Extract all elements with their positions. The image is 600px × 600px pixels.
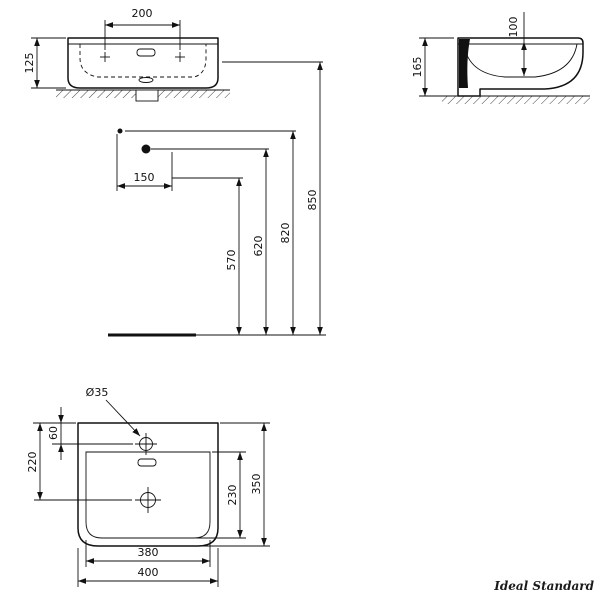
overflow-slot [136, 48, 156, 57]
dim-label-570: 570 [225, 250, 238, 271]
dim-label-850: 850 [306, 190, 319, 211]
dim-side-height: 165 [411, 37, 454, 97]
drain-point [141, 144, 151, 154]
dim-height-620: 620 [252, 149, 269, 335]
overflow-hole [138, 77, 154, 83]
dim-height-570: 570 [225, 178, 242, 335]
section-fill [459, 39, 470, 88]
floor-hatch-side [442, 95, 590, 104]
taphole-mark-right [175, 52, 185, 62]
taphole-plan [135, 433, 157, 455]
dim-inner-depth: 230 [196, 451, 246, 539]
dim-label-200: 200 [132, 7, 153, 20]
dim-total-depth: 350 [200, 422, 270, 547]
dim-label-380: 380 [138, 546, 159, 559]
dim-height-820: 820 [279, 131, 296, 335]
dim-label-220: 220 [26, 452, 39, 473]
dim-label-100: 100 [507, 17, 520, 38]
side-view [442, 37, 590, 104]
dim-taphole-diameter: Ø35 [86, 386, 141, 437]
fixing-point [117, 128, 123, 134]
brand-logo: Ideal Standard [493, 579, 594, 593]
dim-taphole-offset: 60 [33, 407, 133, 460]
dim-total-width: 400 [77, 548, 219, 587]
dim-drain-offset: 220 [26, 423, 132, 501]
installation-view: 150 570 620 820 850 [108, 61, 326, 337]
trap-outlet [135, 89, 159, 102]
dim-label-125: 125 [23, 53, 36, 74]
front-view [56, 37, 230, 102]
dim-drain-spacing: 150 [116, 134, 173, 191]
taphole-mark-left [100, 52, 110, 62]
dim-taphole-spacing: 200 [104, 7, 181, 50]
dim-label-dia35: Ø35 [86, 386, 109, 399]
dim-bowl-depth: 100 [507, 12, 527, 76]
dim-label-400: 400 [138, 566, 159, 579]
dim-label-165: 165 [411, 57, 424, 78]
dim-label-60: 60 [47, 426, 60, 440]
dim-front-height: 125 [23, 37, 66, 89]
dim-label-230: 230 [226, 485, 239, 506]
drain-plan [135, 487, 161, 513]
dim-label-150: 150 [134, 171, 155, 184]
dim-height-850: 850 [306, 61, 323, 335]
dim-label-350: 350 [250, 474, 263, 495]
dim-label-620: 620 [252, 236, 265, 257]
plan-view: Ø35 60 220 230 [26, 386, 270, 587]
overflow-slot-plan [137, 458, 157, 467]
wall-hatch-front [56, 89, 230, 102]
dim-inner-width: 380 [85, 540, 211, 567]
dim-label-820: 820 [279, 223, 292, 244]
